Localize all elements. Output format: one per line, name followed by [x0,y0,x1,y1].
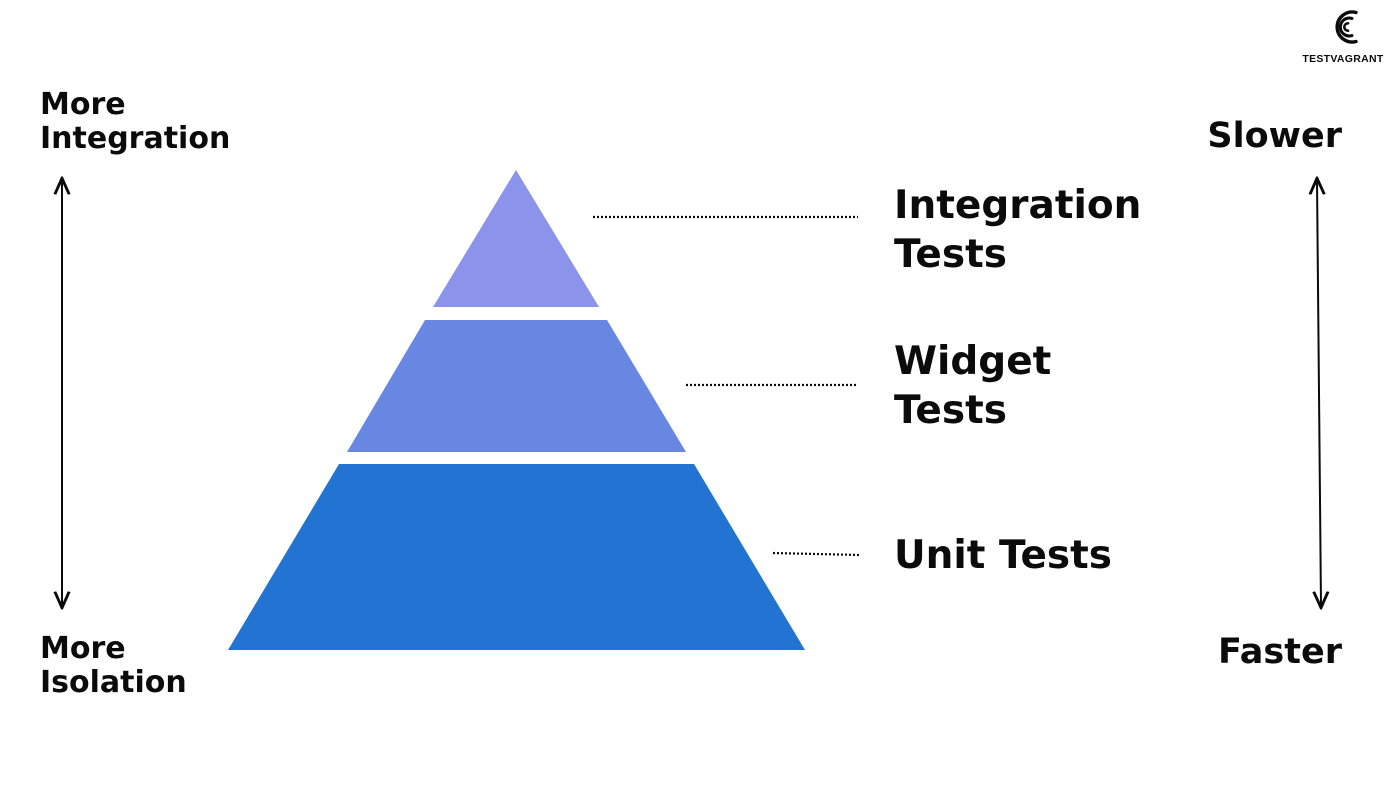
more-isolation-line-1: More [40,631,126,666]
integration-tests-label: Integration Tests [894,181,1141,279]
unit-tests-line-1: Unit Tests [894,533,1112,578]
unit-tests-label: Unit Tests [894,531,1112,580]
pyramid-tier-integration [433,170,599,307]
integration-tests-line-1: Integration [894,183,1142,228]
pyramid-tier-widget [347,320,686,452]
integration-tests-line-2: Tests [894,232,1007,277]
faster-label: Faster [1217,632,1342,672]
more-integration-line-2: Integration [40,121,231,156]
concentric-arc-logo-icon [1335,10,1358,44]
leader-line-unit [772,551,861,557]
speed-arrow [1317,180,1321,606]
brand-name: TESTVAGRANT [1302,53,1384,65]
widget-tests-line-1: Widget [894,339,1052,384]
widget-tests-label: Widget Tests [894,337,1051,435]
more-isolation-line-2: Isolation [40,665,187,700]
pyramid-tier-unit [228,464,805,650]
slower-label: Slower [1207,116,1342,156]
more-integration-line-1: More [40,87,126,122]
widget-tests-line-2: Tests [894,388,1007,433]
more-integration-label: More Integration [40,88,230,156]
more-isolation-label: More Isolation [40,632,187,700]
